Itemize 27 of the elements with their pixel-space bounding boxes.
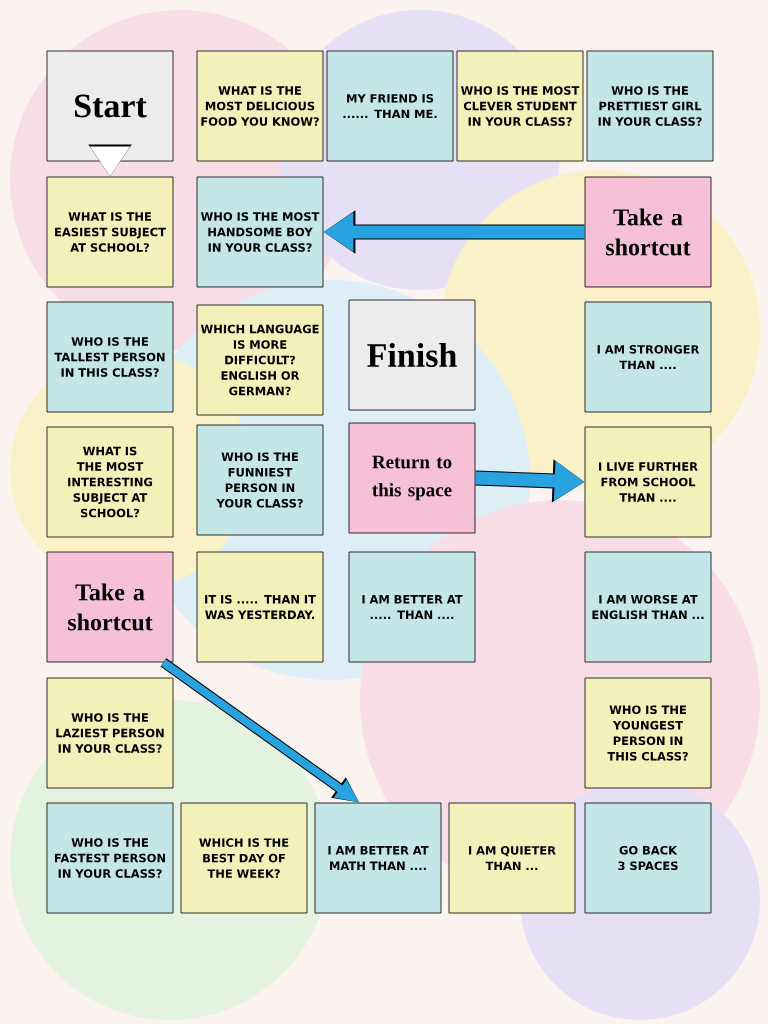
question-square: WHO IS THE FASTEST PERSON IN YOUR CLASS? [46,802,174,914]
question-square: WHO IS THE YOUNGEST PERSON IN THIS CLASS? [584,677,712,789]
question-square: I AM STRONGER THAN .... [584,301,712,413]
game-square: Start [46,50,174,162]
shortcut-square: Take a shortcut [584,176,712,288]
return-square: Return to this space [348,422,476,534]
question-square: WHICH LANGUAGE IS MORE DIFFICULT? ENGLISH OR GERMAN? [196,304,324,416]
shortcut-square: Take a shortcut [46,551,174,663]
question-square: WHO IS THE TALLEST PERSON IN THIS CLASS? [46,301,174,413]
question-square: WHAT IS THE EASIEST SUBJECT AT SCHOOL? [46,176,174,288]
question-square: I LIVE FURTHER FROM SCHOOL THAN .... [584,426,712,538]
question-square: MY FRIEND IS ...... THAN ME. [326,50,454,162]
question-square: I AM BETTER AT MATH THAN .... [314,802,442,914]
question-square: I AM BETTER AT ..... THAN .... [348,551,476,663]
question-square: WHAT IS THE MOST INTERESTING SUBJECT AT SCHOOL? [46,426,174,538]
question-square: WHO IS THE PRETTIEST GIRL IN YOUR CLASS? [586,50,714,162]
question-square: I AM QUIETER THAN ... [448,802,576,914]
question-square: WHO IS THE FUNNIEST PERSON IN YOUR CLASS? [196,424,324,536]
question-square: GO BACK 3 SPACES [584,802,712,914]
question-square: I AM WORSE AT ENGLISH THAN ... [584,551,712,663]
question-square: WHICH IS THE BEST DAY OF THE WEEK? [180,802,308,914]
question-square: WHO IS THE LAZIEST PERSON IN YOUR CLASS? [46,677,174,789]
question-square: WHO IS THE MOST CLEVER STUDENT IN YOUR CLASS? [456,50,584,162]
question-square: WHO IS THE MOST HANDSOME BOY IN YOUR CLASS? [196,176,324,288]
game-square: Finish [348,299,476,411]
question-square: IT IS ..... THAN IT WAS YESTERDAY. [196,551,324,663]
question-square: WHAT IS THE MOST DELICIOUS FOOD YOU KNOW? [196,50,324,162]
